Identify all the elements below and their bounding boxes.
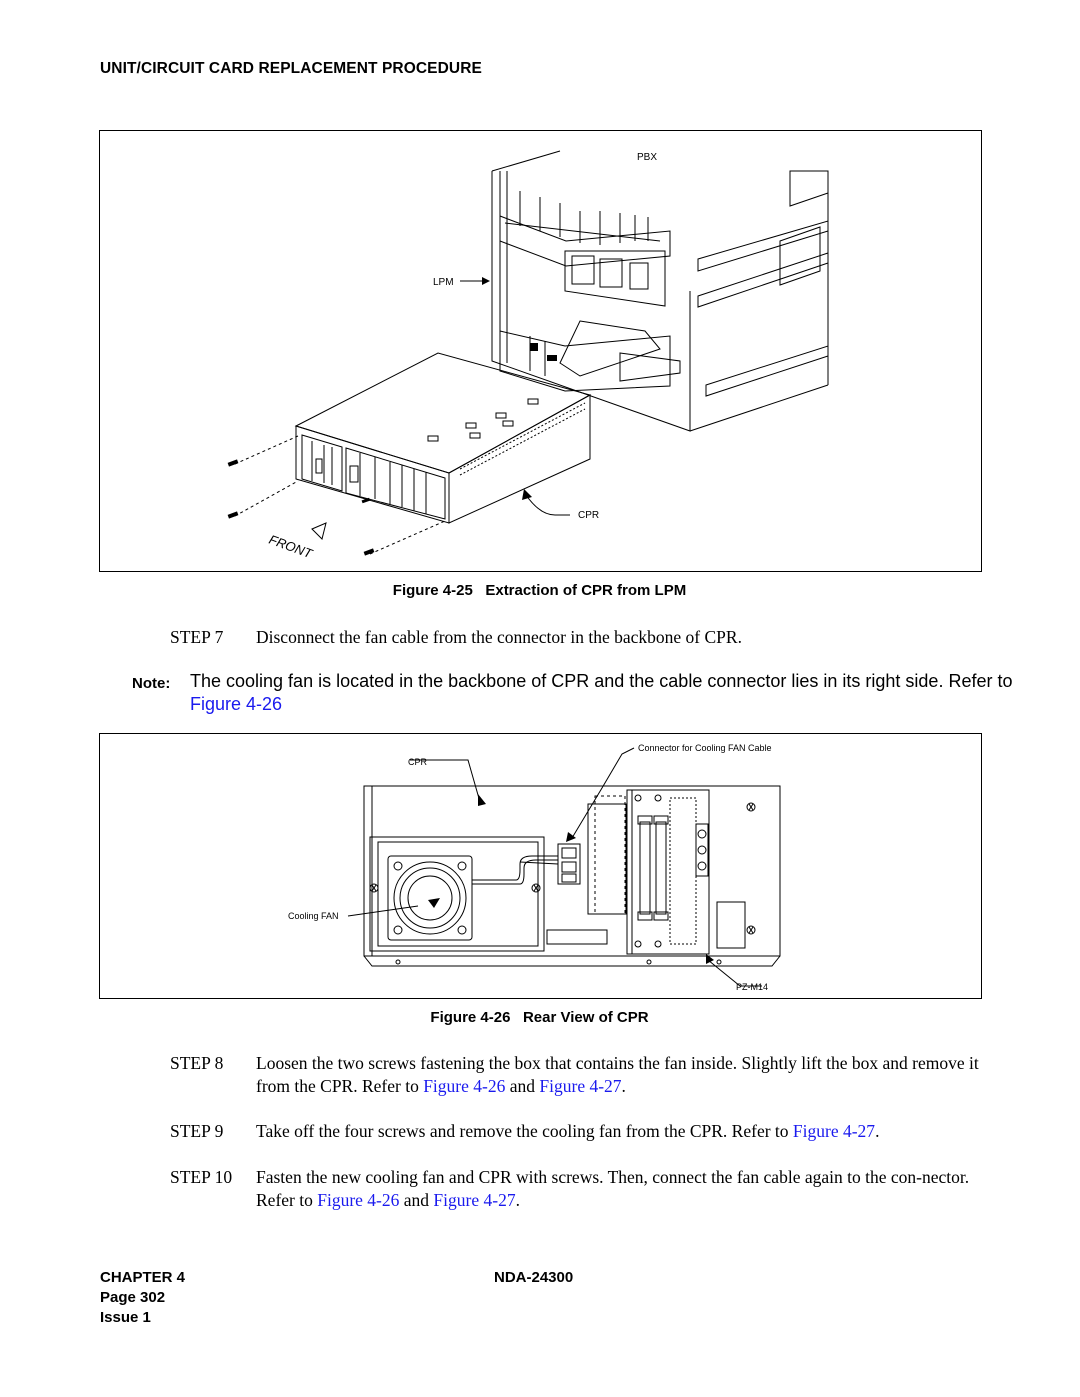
connector-label: Connector for Cooling FAN Cable bbox=[638, 743, 772, 753]
figure-4-26-caption-title: Rear View of CPR bbox=[522, 1009, 649, 1026]
figure-4-26-caption-number: Figure 4-26 bbox=[430, 1009, 511, 1026]
step-10-period: . bbox=[515, 1190, 520, 1210]
step-7-text: Disconnect the fan cable from the connec… bbox=[256, 627, 742, 647]
pbx-label: PBX bbox=[637, 152, 657, 163]
step-10-text-body: Fasten the new cooling fan and CPR with … bbox=[256, 1167, 970, 1210]
note-text: The cooling fan is located in the backbo… bbox=[190, 671, 1013, 691]
step-9-text: Take off the four screws and remove the … bbox=[256, 1120, 990, 1143]
section-header: UNIT/CIRCUIT CARD REPLACEMENT PROCEDURE bbox=[100, 60, 482, 77]
figure-4-26: CPR Connector for Cooling FAN Cable Cool… bbox=[99, 733, 982, 999]
step-10: STEP 10 Fasten the new cooling fan and C… bbox=[170, 1166, 990, 1214]
note-figure-link[interactable]: Figure 4-26 bbox=[190, 694, 283, 714]
footer-page: Page 302 bbox=[100, 1289, 166, 1306]
step-9-label: STEP 9 bbox=[170, 1121, 224, 1141]
step-9-text-body: Take off the four screws and remove the … bbox=[256, 1121, 793, 1141]
step-8-label: STEP 8 bbox=[170, 1053, 224, 1073]
step-8: STEP 8 Loosen the two screws fastening t… bbox=[170, 1052, 990, 1100]
lpm-label: LPM bbox=[433, 277, 454, 288]
cpr-label: CPR bbox=[578, 510, 599, 521]
step-8-and: and bbox=[505, 1076, 540, 1096]
step-8-link-4-26[interactable]: Figure 4-26 bbox=[423, 1076, 506, 1096]
figure-4-25-caption-title: Extraction of CPR from LPM bbox=[485, 582, 687, 599]
step-9-period: . bbox=[875, 1121, 880, 1141]
step-7-label: STEP 7 bbox=[170, 627, 224, 647]
step-9: STEP 9 Take off the four screws and remo… bbox=[170, 1120, 990, 1144]
step-9-link-4-27[interactable]: Figure 4-27 bbox=[792, 1121, 876, 1141]
step-8-period: . bbox=[621, 1076, 626, 1096]
cooling-fan-label: Cooling FAN bbox=[288, 911, 339, 921]
cpr-rear-view-illustration: CPR Connector for Cooling FAN Cable Cool… bbox=[288, 743, 781, 992]
footer-chapter: CHAPTER 4 bbox=[100, 1269, 186, 1286]
cpr-extraction-illustration: PBX LPM CPR FRONT bbox=[227, 150, 829, 562]
cpr-rear-label: CPR bbox=[408, 757, 428, 767]
step-10-link-4-26[interactable]: Figure 4-26 bbox=[317, 1190, 400, 1210]
step-8-text: Loosen the two screws fastening the box … bbox=[256, 1052, 990, 1098]
pz-m14-label: PZ-M14 bbox=[736, 982, 768, 992]
front-label: FRONT bbox=[267, 532, 315, 562]
footer-left: CHAPTER 4 Page 302 Issue 1 bbox=[100, 1268, 185, 1328]
figure-4-25-caption: Figure 4-25 Extraction of CPR from LPM bbox=[99, 582, 980, 599]
figure-4-25-caption-number: Figure 4-25 bbox=[392, 582, 473, 599]
step-7: STEP 7 Disconnect the fan cable from the… bbox=[170, 626, 990, 650]
step-10-and: and bbox=[399, 1190, 434, 1210]
step-10-label: STEP 10 bbox=[170, 1167, 233, 1187]
step-8-text-body: Loosen the two screws fastening the box … bbox=[256, 1053, 979, 1096]
footer-issue: Issue 1 bbox=[100, 1309, 151, 1326]
note-block: Note: The cooling fan is located in the … bbox=[132, 670, 1057, 716]
figure-4-26-caption: Figure 4-26 Rear View of CPR bbox=[99, 1009, 980, 1026]
note-label: Note: bbox=[132, 675, 171, 692]
figure-4-25: PBX LPM CPR FRONT bbox=[99, 130, 982, 572]
step-10-link-4-27[interactable]: Figure 4-27 bbox=[433, 1190, 516, 1210]
step-8-link-4-27[interactable]: Figure 4-27 bbox=[539, 1076, 622, 1096]
footer-doc-number: NDA-24300 bbox=[494, 1269, 574, 1286]
step-10-text: Fasten the new cooling fan and CPR with … bbox=[256, 1166, 990, 1212]
